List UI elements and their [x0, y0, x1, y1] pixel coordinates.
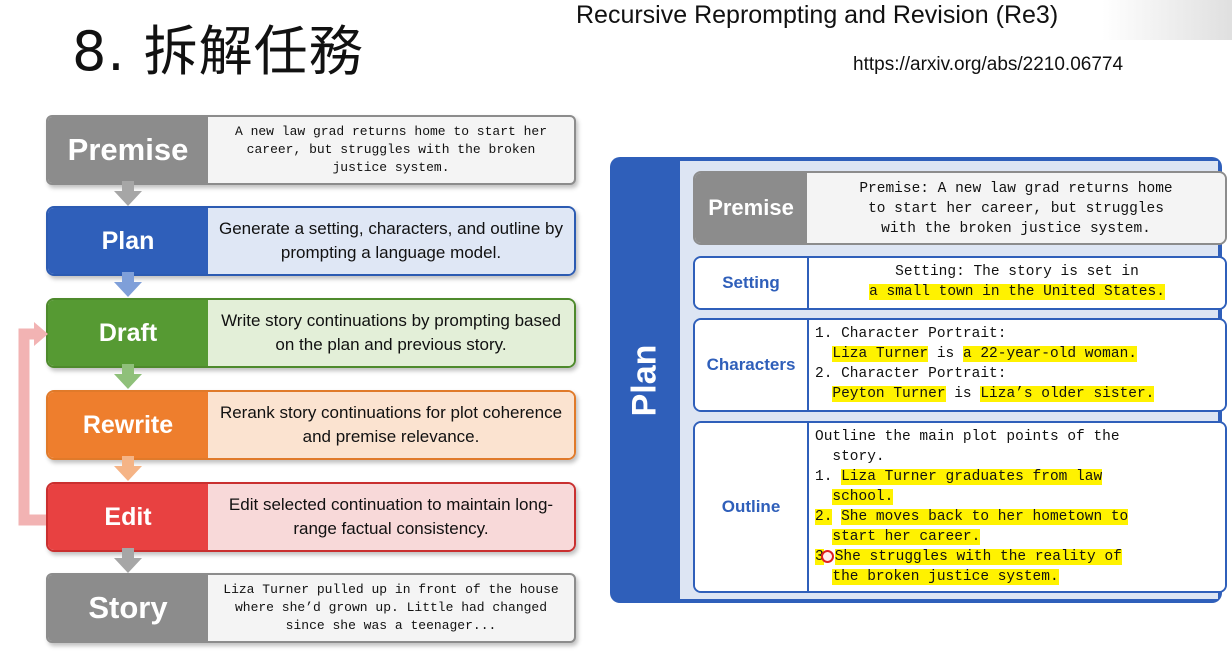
plan-premise-line: with the broken justice system.	[881, 221, 1151, 237]
outline-point-1: Liza Turner graduates from law	[841, 469, 1103, 485]
plan-outline-box: Outline Outline the main plot points of …	[693, 421, 1227, 593]
character-1-name: Liza Turner	[832, 346, 929, 362]
flow-plan-label: Plan	[48, 208, 208, 274]
plan-outline-text: Outline the main plot points of the stor…	[807, 423, 1225, 591]
plan-premise-line: to start her career, but struggles	[868, 201, 1164, 217]
plan-premise-label: Premise	[695, 173, 807, 243]
flow-edit-text: Edit selected continuation to maintain l…	[208, 484, 574, 550]
flow-story-box: Story Liza Turner pulled up in front of …	[46, 573, 576, 643]
plan-setting-box: Setting Setting: The story is set in a s…	[693, 256, 1227, 310]
outline-point-1-cont: school.	[832, 489, 894, 505]
character-2-heading: 2. Character Portrait:	[815, 366, 1007, 382]
flow-premise-label: Premise	[48, 117, 208, 183]
plan-premise-text: Premise: A new law grad returns home to …	[807, 173, 1225, 243]
flow-rewrite-text: Rerank story continuations for plot cohe…	[208, 392, 574, 458]
flow-draft-text: Write story continuations by prompting b…	[208, 300, 574, 366]
down-arrow-icon	[114, 456, 142, 481]
character-2-name: Peyton Turner	[832, 386, 946, 402]
plan-setting-text: Setting: The story is set in a small tow…	[807, 258, 1225, 308]
down-arrow-icon	[114, 548, 142, 573]
flow-plan-box: Plan Generate a setting, characters, and…	[46, 206, 576, 276]
outline-intro: story.	[832, 449, 885, 465]
character-1-is: is	[936, 346, 955, 362]
plan-panel-label-wrap: Plan	[610, 157, 680, 603]
flow-plan-text: Generate a setting, characters, and outl…	[208, 208, 574, 274]
outline-point-3-cont: the broken justice system.	[832, 569, 1059, 585]
outline-point-3: She struggles with the reality of	[834, 549, 1122, 565]
paper-url[interactable]: https://arxiv.org/abs/2210.06774	[853, 54, 1124, 75]
flow-story-label: Story	[48, 575, 208, 641]
plan-premise-line: Premise: A new law grad returns home	[859, 181, 1173, 197]
plan-panel-label: Plan	[625, 344, 664, 416]
outline-intro: Outline the main plot points of the	[815, 429, 1120, 445]
plan-outline-label: Outline	[695, 423, 807, 591]
outline-point-3-number: 3	[815, 549, 824, 565]
flow-edit-box: Edit Edit selected continuation to maint…	[46, 482, 576, 552]
slide-title: 8. 拆解任務	[72, 20, 364, 83]
plan-setting-line: Setting: The story is set in	[895, 264, 1139, 280]
down-arrow-icon	[114, 181, 142, 206]
cursor-marker-icon	[820, 549, 834, 563]
plan-setting-highlight: a small town in the United States.	[869, 284, 1165, 300]
down-arrow-icon	[114, 364, 142, 389]
paper-title: Recursive Reprompting and Revision (Re3)	[576, 1, 1059, 29]
character-2-is: is	[954, 386, 972, 402]
plan-setting-label: Setting	[695, 258, 807, 308]
flow-premise-text: A new law grad returns home to start her…	[234, 124, 548, 175]
plan-characters-label: Characters	[695, 320, 807, 410]
flow-rewrite-box: Rewrite Rerank story continuations for p…	[46, 390, 576, 460]
plan-premise-box: Premise Premise: A new law grad returns …	[693, 171, 1227, 245]
outline-point-2-cont: start her career.	[832, 529, 981, 545]
plan-characters-box: Characters 1. Character Portrait: Liza T…	[693, 318, 1227, 412]
flow-rewrite-label: Rewrite	[48, 392, 208, 458]
outline-point-2: She moves back to her hometown to	[841, 509, 1129, 525]
flow-draft-label: Draft	[48, 300, 208, 366]
character-1-heading: 1. Character Portrait:	[815, 326, 1007, 342]
flow-premise-box: Premise A new law grad returns home to s…	[46, 115, 576, 185]
plan-characters-text: 1. Character Portrait: Liza Turner is a …	[807, 320, 1225, 410]
flow-story-text: Liza Turner pulled up in front of the ho…	[223, 582, 559, 633]
character-2-desc: Liza’s older sister.	[980, 386, 1155, 402]
flow-edit-label: Edit	[48, 484, 208, 550]
flow-draft-box: Draft Write story continuations by promp…	[46, 298, 576, 368]
down-arrow-icon	[114, 272, 142, 297]
character-1-desc: a 22-year-old woman.	[962, 346, 1137, 362]
outline-point-2-number: 2.	[815, 509, 833, 525]
loop-back-arrow-icon	[18, 322, 48, 526]
outline-point-1-number: 1.	[815, 469, 833, 485]
corner-shade	[1102, 0, 1232, 40]
